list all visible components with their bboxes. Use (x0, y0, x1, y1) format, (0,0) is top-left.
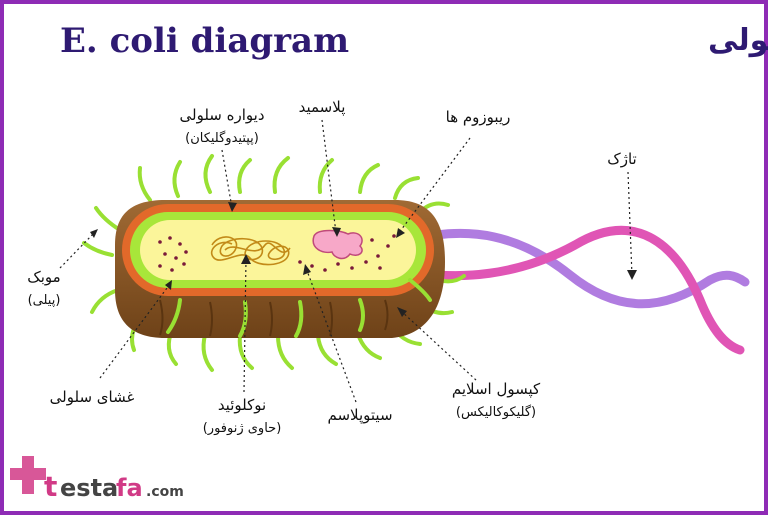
label-ribosomes: ریبوزوم ها (446, 108, 511, 126)
testafa-logo: t esta fa .com (10, 456, 184, 503)
label-cell-wall: دیواره سلولی (180, 106, 265, 124)
cross-icon (10, 456, 46, 494)
label-plasmid: پلاسمید (299, 98, 346, 117)
leader-lines (59, 119, 637, 403)
logo-t: t (44, 470, 57, 503)
ribosomes (158, 234, 396, 272)
capsule-creases (159, 299, 389, 337)
title-persian: دیاگرام باکتری ای کولی (708, 22, 768, 58)
label-cytoplasm: سیتوپلاسم (327, 406, 392, 425)
flagellum-pink (397, 226, 745, 355)
label-nucleoid: نوکلوئید (218, 396, 266, 414)
flagellum-purple (405, 228, 750, 309)
plasmid (312, 229, 363, 260)
label-nucleoid-sub: (حاوی ژنوفور) (203, 421, 282, 436)
nucleoid (210, 236, 291, 266)
label-pili: موبک (27, 268, 60, 286)
title-english: E. coli diagram (60, 21, 349, 61)
label-flagellum: تاژک (607, 150, 636, 168)
label-slime-capsule: کپسول اسلایم (452, 380, 541, 399)
logo-com: .com (146, 484, 184, 500)
label-pili-sub: (پیلی) (28, 293, 61, 308)
logo-esta: esta (60, 474, 118, 502)
label-slime-capsule-sub: (گلیکوکالیکس) (456, 404, 536, 420)
label-cell-membrane: غشای سلولی (50, 388, 135, 406)
label-cell-wall-sub: (پپتیدوگلیکان) (185, 130, 259, 146)
logo-fa: fa (116, 474, 143, 502)
